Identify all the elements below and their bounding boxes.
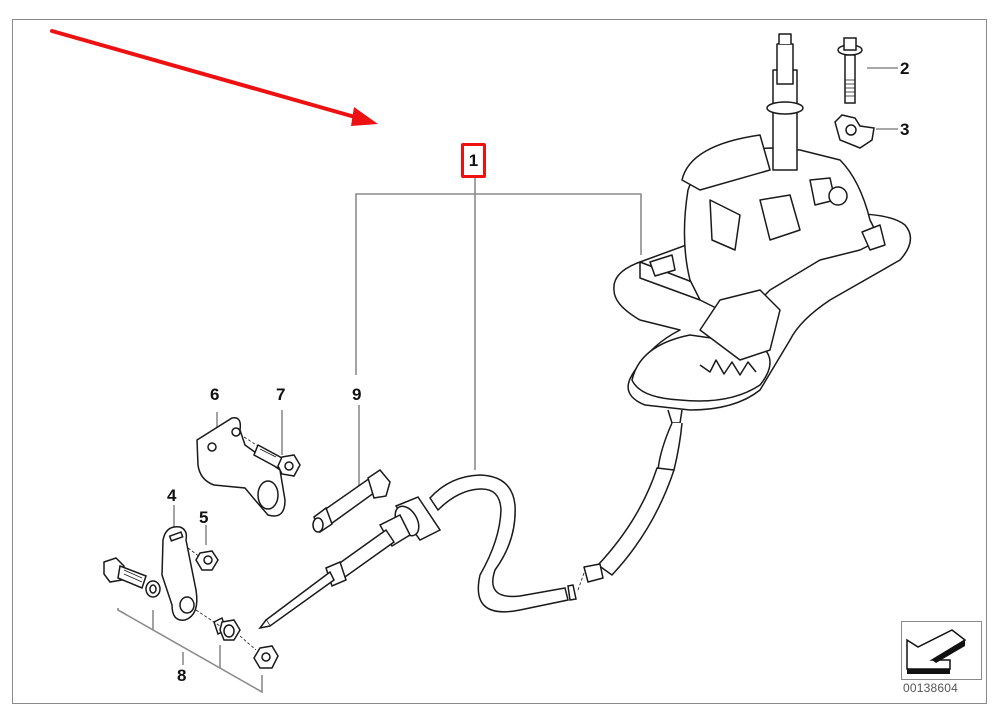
part-1-label: 1	[468, 150, 479, 170]
part-6-bracket-drawing	[196, 417, 286, 517]
part-7-label[interactable]: 7	[276, 385, 286, 404]
diagram-frame	[12, 19, 987, 704]
shift-cable-drawing	[258, 474, 577, 630]
part-8-hardware-drawing	[103, 557, 279, 669]
part-7-bolt-drawing	[253, 443, 301, 477]
diagram-number: 00138604	[903, 681, 958, 695]
next-diagram-button[interactable]	[901, 621, 982, 680]
part-5-label[interactable]: 5	[199, 508, 209, 527]
part-9-bushing-drawing	[312, 469, 391, 534]
next-diagram-arrow-icon	[906, 629, 967, 674]
part-4-label[interactable]: 4	[167, 486, 177, 505]
part-6-label[interactable]: 6	[210, 385, 220, 404]
part-3-clip-nut-drawing	[834, 114, 875, 149]
part-1-callout-highlighted[interactable]: 1	[461, 143, 486, 178]
part-9-label[interactable]: 9	[352, 385, 362, 404]
selector-housing-drawing	[583, 33, 912, 583]
bracket-part-8	[117, 608, 263, 694]
part-5-nut-drawing	[195, 550, 219, 571]
part-3-label[interactable]: 3	[900, 120, 910, 139]
part-4-lever-drawing	[161, 526, 198, 621]
bracket-part-1	[355, 193, 642, 375]
part-2-bolt-drawing	[837, 37, 863, 104]
red-arrow-annotation	[50, 29, 378, 126]
part-8-label[interactable]: 8	[177, 666, 187, 685]
part-2-label[interactable]: 2	[900, 59, 910, 78]
